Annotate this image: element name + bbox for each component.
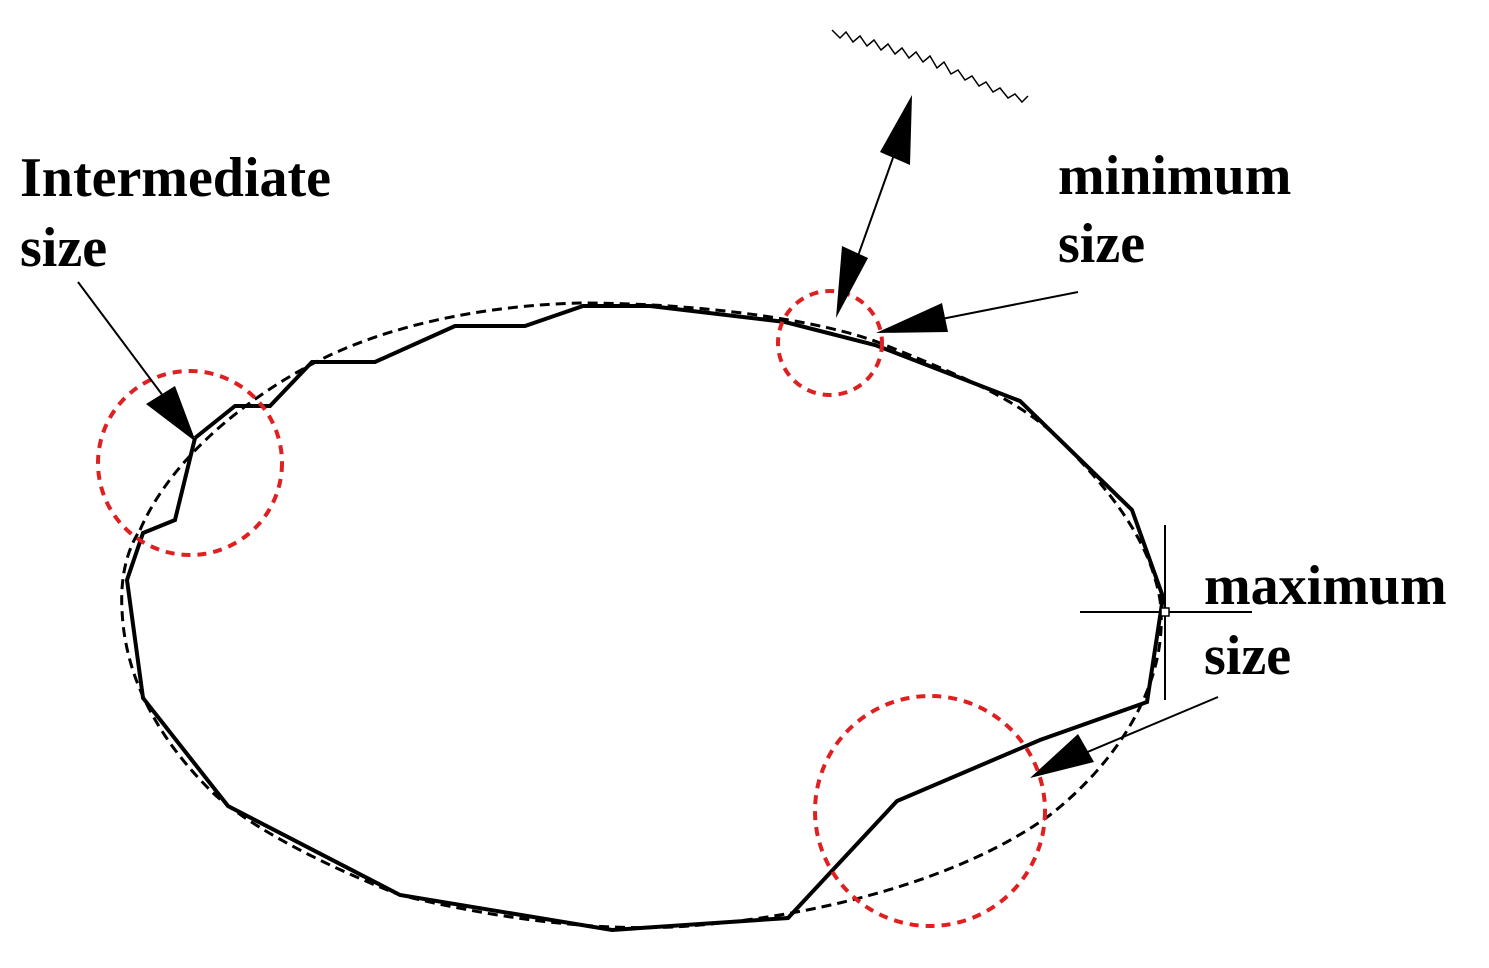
roughness-zigzag-detail xyxy=(831,29,1029,104)
minimum-size-label-line2: size xyxy=(1058,213,1145,275)
polygonal-contour-solid xyxy=(124,304,1166,933)
minimum-size-highlight-circle xyxy=(776,289,884,397)
minimum-size-arrowhead xyxy=(876,303,948,333)
intermediate-size-label-line1: Intermediate xyxy=(20,147,331,209)
maximum-point-marker xyxy=(1160,607,1170,617)
maximum-size-arrowhead xyxy=(1030,734,1094,778)
intermediate-size-label-line2: size xyxy=(20,217,107,279)
maximum-size-highlight-circle xyxy=(813,694,1047,928)
minimum-size-label-line1: minimum xyxy=(1058,145,1291,207)
intermediate-size-arrowhead xyxy=(146,386,196,442)
intermediate-size-highlight-circle xyxy=(96,369,284,557)
maximum-size-label-line1: maximum xyxy=(1204,555,1447,617)
minimum-detail-arrowhead-top xyxy=(880,95,912,165)
maximum-size-label-line2: size xyxy=(1204,625,1291,687)
minimum-detail-arrowhead-bottom xyxy=(836,246,868,318)
